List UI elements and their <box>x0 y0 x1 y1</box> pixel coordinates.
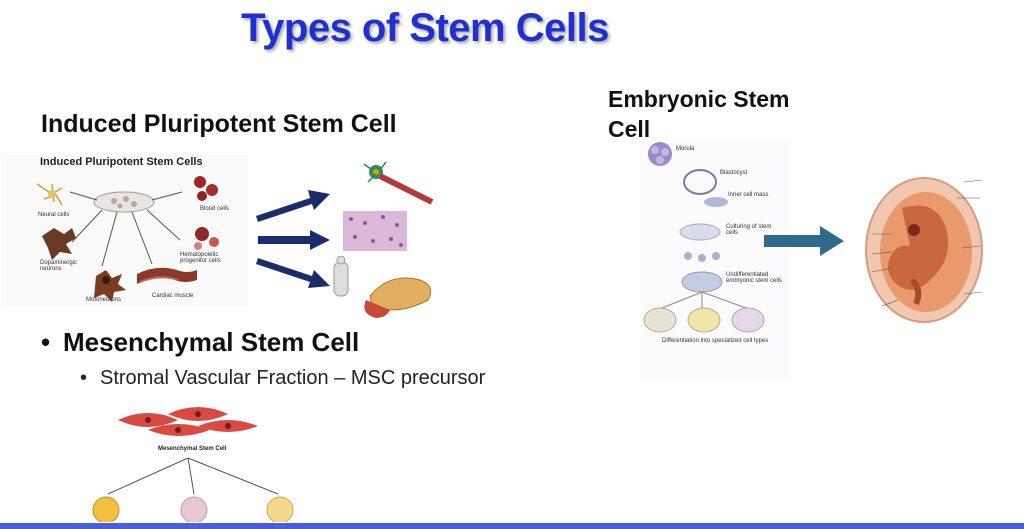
undifferentiated-label: Undifferentiated embryonic stem cells <box>726 272 783 284</box>
esc-heading: Embryonic Stem Cell <box>608 86 790 142</box>
sub-bullet-icon: • <box>80 367 88 389</box>
ipsc-figure: Induced Pluripotent Stem Cells Neural ce… <box>2 154 248 306</box>
neural-cells-label: Neural cells <box>38 212 70 218</box>
ipsc-heading: Induced Pluripotent Stem Cell <box>41 110 397 138</box>
ipsc-diagram <box>36 176 219 302</box>
msc-figure: Mesenchymal Stem Cell <box>88 398 298 522</box>
arrow-right-icon <box>764 226 844 256</box>
msc-bullet: • Mesenchymal Stem Cell <box>41 327 359 358</box>
msc-figure-label: Mesenchymal Stem Cell <box>158 446 227 452</box>
tissue-histology-image <box>343 211 407 251</box>
bottom-accent-bar <box>0 523 1024 529</box>
hematopoietic-label: Hematopoietic progenitor cells <box>180 252 221 264</box>
blood-cells-label: Blood cells <box>200 206 230 212</box>
differentiation-label: Differentiation into specialized cell ty… <box>662 338 769 344</box>
embryo-image <box>852 168 1002 328</box>
msc-sub-bullet: • Stromal Vascular Fraction – MSC precurs… <box>80 367 485 390</box>
blastocyst-label: Blastocyst <box>720 170 748 176</box>
cardiac-muscle-label: Cardiac muscle <box>152 293 194 299</box>
motoneurons-label: Motoneurons <box>86 297 122 303</box>
arrow-up-icon <box>256 190 330 222</box>
bullet-icon: • <box>41 327 51 357</box>
neuron-tissue-image <box>340 158 440 210</box>
slide-title: Types of Stem Cells <box>241 6 609 50</box>
ipsc-arrows <box>256 190 330 288</box>
esc-figure: Morula Blastocyst Inner cell mass Cultur… <box>640 140 790 380</box>
esc-diagram <box>643 142 765 333</box>
dopaminergic-label: Dopaminergic neurons <box>40 260 78 272</box>
arrow-right-icon <box>258 230 330 250</box>
msc-bullet-text: Mesenchymal Stem Cell <box>63 327 360 357</box>
inner-cell-mass-label: Inner cell mass <box>728 192 769 198</box>
culturing-label: Culturing of stem cells <box>726 224 772 236</box>
msc-sub-bullet-text: Stromal Vascular Fraction – MSC precurso… <box>100 367 486 389</box>
morula-label: Morula <box>676 146 695 152</box>
msc-diagram <box>92 407 294 522</box>
arrow-down-icon <box>256 258 330 288</box>
ipsc-figure-title: Induced Pluripotent Stem Cells <box>40 156 203 168</box>
pancreas-image <box>330 255 440 324</box>
